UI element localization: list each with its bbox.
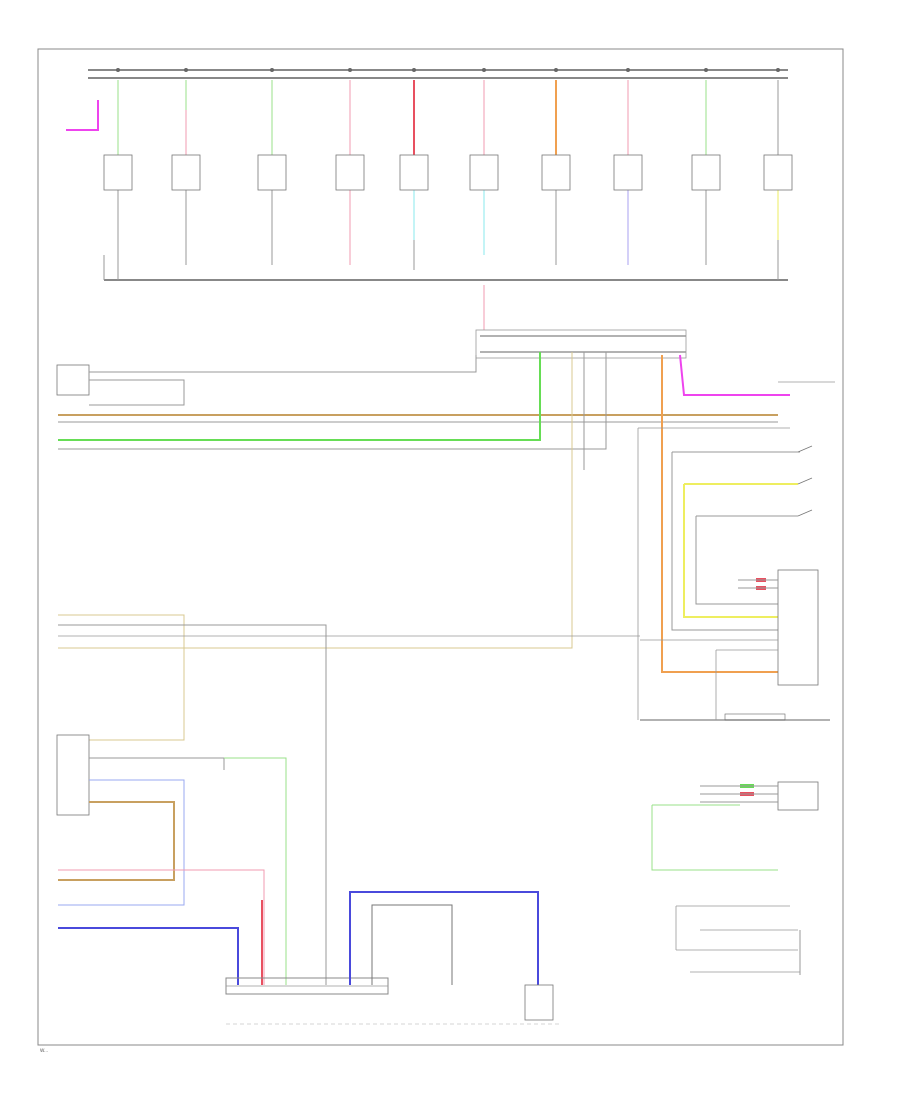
gray-loop-bottom <box>371 904 453 985</box>
sensor-box-1 <box>103 154 133 191</box>
magenta-lead-right <box>679 354 790 396</box>
left-lower-component <box>56 734 287 985</box>
left-upper-sensor <box>56 355 477 406</box>
orange-wire-right <box>661 355 778 673</box>
sensor-box-6 <box>469 154 499 191</box>
bottom-connector-strip <box>225 977 560 1025</box>
right-mid-connector <box>640 713 830 721</box>
sensor-box-9 <box>691 154 721 191</box>
green-wire-left-junction <box>58 352 541 441</box>
right-switch-bank <box>637 427 813 720</box>
top-ground-bus <box>88 69 788 281</box>
right-lower-module <box>651 781 819 871</box>
tan-horizontal-bus <box>58 414 778 423</box>
left-lower-bus <box>58 614 640 985</box>
right-control-module <box>640 569 819 720</box>
diagram-frame <box>37 48 844 1046</box>
right-bottom-switches <box>675 905 801 975</box>
pink-wire-lower <box>58 869 265 985</box>
blue-wire-lower <box>58 927 239 985</box>
sensor-box-3 <box>257 154 287 191</box>
sensor-box-2 <box>171 154 201 191</box>
center-junction <box>475 285 687 359</box>
gray-wire-left-junction <box>58 352 607 450</box>
sensor-box-8 <box>613 154 643 191</box>
sensor-box-10 <box>763 154 793 191</box>
top-splice-points <box>116 68 780 72</box>
tan-down-center <box>58 352 573 649</box>
bottom-center-module <box>524 984 554 1021</box>
sensor-box-4 <box>335 154 365 191</box>
sensor-box-7 <box>541 154 571 191</box>
sensor-box-5 <box>399 154 429 191</box>
magenta-lead-top <box>66 100 99 131</box>
footer-label: W... <box>40 1048 48 1054</box>
top-row-components <box>103 80 793 280</box>
blue-loop-bottom <box>349 891 539 985</box>
